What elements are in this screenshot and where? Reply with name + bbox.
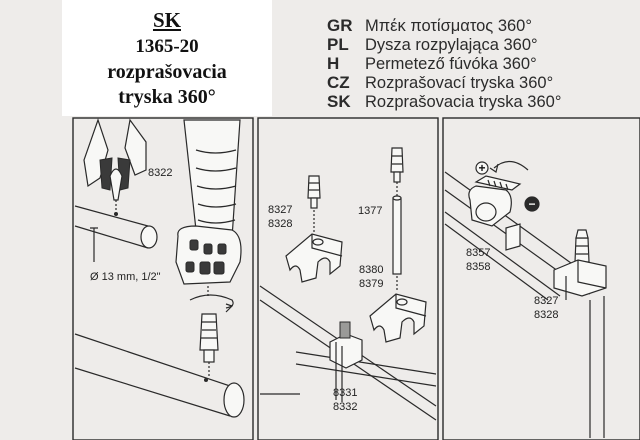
pipe-clip-2-icon [369,293,427,343]
language-list: GR Μπέκ ποτίσματος 360° PL Dysza rozpylają… [327,16,561,111]
language-text: Permetező fúvóka 360° [365,55,537,73]
language-text: Μπέκ ποτίσματος 360° [365,17,532,35]
rotation-arrow-icon [493,160,529,171]
panel-3-frame [442,117,640,440]
label-desc-line2: tryska 360° [118,86,216,108]
part-number-b1: 8327 [534,295,558,307]
part-number-b1: 8380 [359,264,383,276]
part-number-a1: 8357 [466,247,490,259]
language-code: H [327,54,340,73]
nozzle-icon [199,313,219,378]
plus-symbol: + [478,161,485,175]
language-text: Dysza rozpylająca 360° [365,36,538,54]
language-code: CZ [327,73,350,92]
panel-2-frame [257,117,439,440]
plus-icon: + [475,161,489,175]
minus-icon: − [524,196,540,212]
part-number-a1: 8327 [268,204,292,216]
part-number-tool: 8322 [148,167,172,179]
panel-2-mounting: 8327 8328 1377 8380 8379 [257,117,439,440]
part-number-b2: 8379 [359,278,383,290]
pipe-clip-1-icon [285,233,343,283]
sk-product-label: SK 1365-20 rozprašovacia tryska 360° [62,0,272,116]
minus-symbol: − [528,197,535,211]
language-code: GR [327,16,353,35]
pipe-size-label: Ø 13 mm, 1/2" [90,271,161,283]
part-number-rod: 1377 [358,205,382,217]
part-number-a2: 8328 [268,218,292,230]
language-code: SK [327,92,351,111]
adjustable-clip-icon [468,175,522,251]
panel-3-adjust: + − 8357 8358 8327 8328 [442,117,640,440]
rotate-arrow-icon [189,294,234,309]
panel-1-frame [72,117,254,440]
large-pipe [74,333,245,418]
part-number-b2: 8328 [534,309,558,321]
small-pipe [74,205,158,249]
language-row-pl: PL Dysza rozpylająca 360° [327,35,561,54]
tee-clip-nozzle-icon [553,229,607,300]
language-row-gr: GR Μπέκ ποτίσματος 360° [327,16,561,35]
language-text: Rozprašovací tryska 360° [365,74,554,92]
nozzle-small-1-icon [307,175,321,234]
language-code: PL [327,35,349,54]
screwdriver-icon [175,119,242,296]
language-text: Rozprašovacia tryska 360° [365,93,562,111]
label-language-code: SK [152,8,181,32]
label-product-number: 1365-20 [135,36,199,57]
part-number-a2: 8358 [466,261,490,273]
mounted-clip-icon [329,321,363,402]
hole-punch-tool-icon [83,118,147,216]
language-row-h: H Permetező fúvóka 360° [327,54,561,73]
language-row-cz: CZ Rozprašovací tryska 360° [327,73,561,92]
label-desc-line1: rozprašovacia [107,61,227,83]
extension-rod-icon [390,147,404,292]
language-row-sk: SK Rozprašovacia tryska 360° [327,92,561,111]
part-number-c2: 8332 [333,401,357,413]
part-number-c1: 8331 [333,387,357,399]
panel-3-pipes [444,171,605,438]
panel-1-drilling: 8322 Ø 13 mm, 1/2" [72,117,254,440]
